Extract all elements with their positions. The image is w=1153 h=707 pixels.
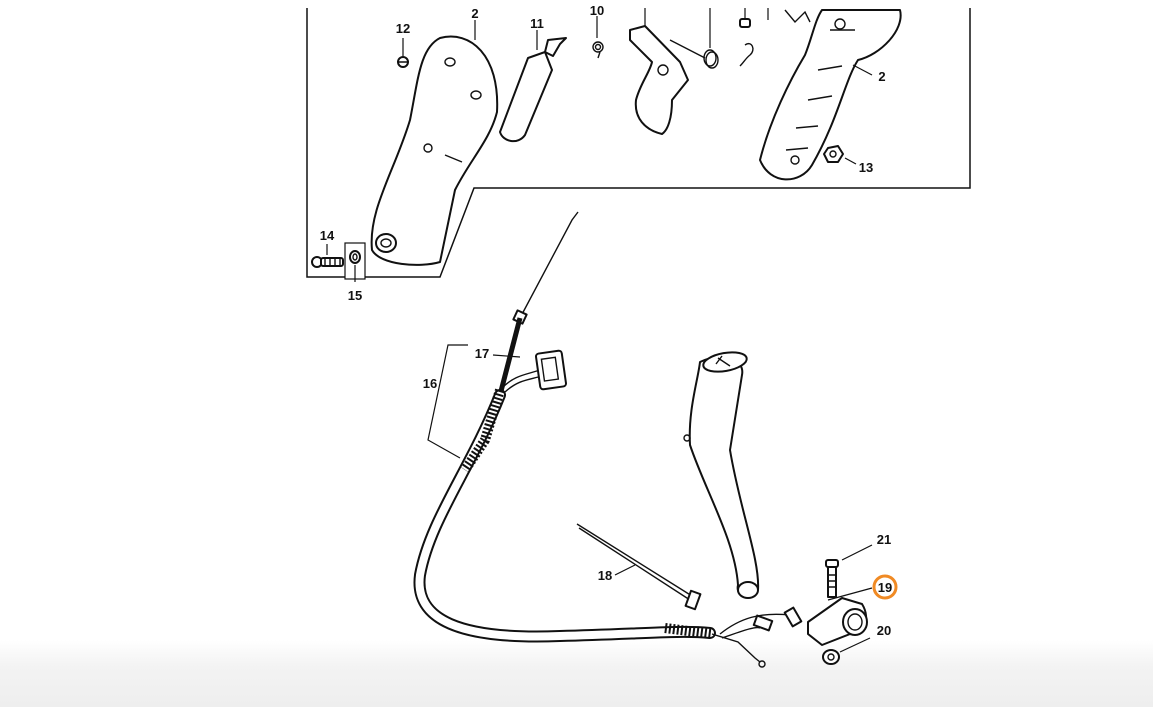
spring-coil[interactable] xyxy=(669,8,719,69)
callout-label-11: 11 xyxy=(530,16,544,31)
part-15-washer[interactable] xyxy=(344,242,366,282)
assembly-frame xyxy=(306,8,971,278)
part-20-nut[interactable] xyxy=(822,637,871,665)
callout-label-17: 17 xyxy=(475,346,489,361)
part-2-housing-right[interactable] xyxy=(759,9,902,181)
part-18-cable-tie[interactable] xyxy=(576,523,702,611)
callout-label-20: 20 xyxy=(877,623,891,638)
part-19-highlight-ring xyxy=(872,574,898,600)
callout-label-2-right: 2 xyxy=(878,69,885,84)
part-19-clamp[interactable] xyxy=(807,587,873,646)
part-2-housing-left[interactable] xyxy=(370,20,499,266)
part-17-stop-switch[interactable] xyxy=(501,349,567,393)
part-13-nut[interactable] xyxy=(823,145,857,165)
wire-connectors xyxy=(719,606,803,639)
part-16-throttle-cable[interactable] xyxy=(413,211,766,668)
callout-label-13: 13 xyxy=(859,160,873,175)
callout-label-10: 10 xyxy=(590,3,604,18)
floor-shadow xyxy=(0,640,1153,707)
part-11-lever[interactable] xyxy=(499,30,567,143)
callout-label-21: 21 xyxy=(877,532,891,547)
callout-label-16: 16 xyxy=(423,376,437,391)
callout-label-14: 14 xyxy=(320,228,335,243)
throttle-trigger[interactable] xyxy=(629,8,689,135)
callout-label-2-left: 2 xyxy=(471,6,478,21)
part-12-screw[interactable] xyxy=(397,38,409,68)
part-21-screw[interactable] xyxy=(825,544,873,598)
callout-label-18: 18 xyxy=(598,568,612,583)
callout-label-19[interactable]: 19 xyxy=(878,580,892,595)
callout-label-15: 15 xyxy=(348,288,362,303)
bracket-16 xyxy=(427,344,468,459)
callout-label-12: 12 xyxy=(396,21,410,36)
handle-tube[interactable] xyxy=(683,349,760,599)
part-14-screw[interactable] xyxy=(311,244,344,268)
part-10-spring[interactable] xyxy=(592,16,604,59)
small-screw-top[interactable] xyxy=(739,8,811,67)
